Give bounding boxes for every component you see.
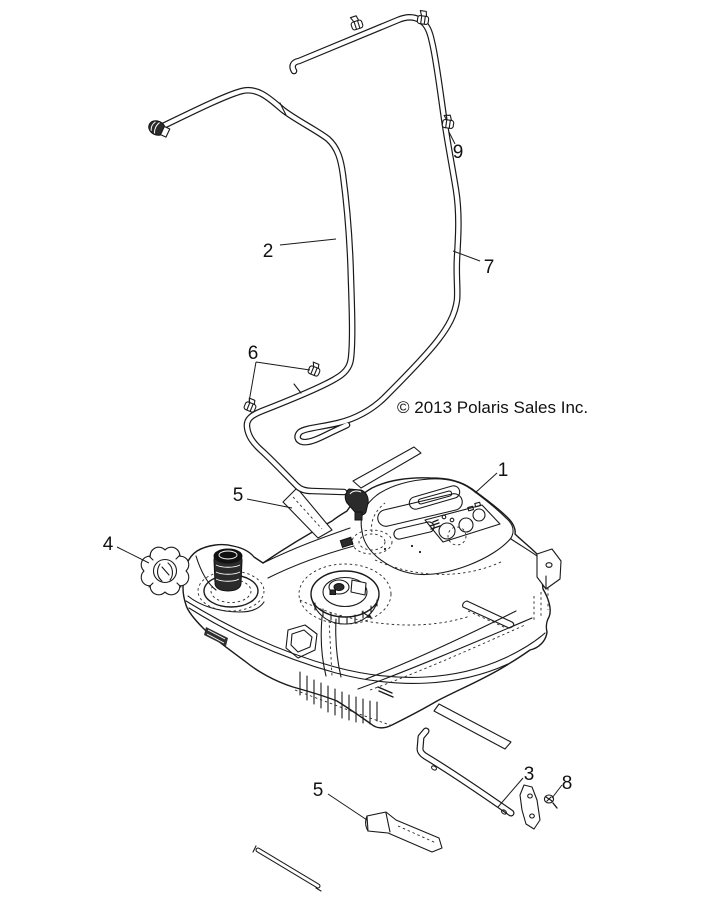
vent-elbow-fitting	[344, 488, 369, 521]
tank-hex-pocket	[285, 624, 318, 659]
clip-top-bend	[416, 9, 430, 25]
callout-3-strap: 3	[524, 764, 535, 785]
callout-8-bolt: 8	[562, 773, 573, 794]
tank-mount-ear	[536, 548, 562, 590]
fuel-vent-line-2	[148, 86, 356, 496]
tank-strap	[416, 727, 541, 830]
heat-shield-strip-right	[352, 446, 422, 489]
tank-right-face	[299, 538, 549, 698]
tank-top-plateau	[360, 478, 514, 576]
hose-connector	[148, 120, 171, 138]
strap-end-bracket	[519, 784, 541, 830]
tank-vent-fitting-area	[339, 529, 393, 555]
callout-6-clips: 6	[248, 343, 259, 364]
filler-neck	[197, 548, 265, 612]
callout-4-fuel-cap: 4	[103, 534, 114, 555]
vent-rod	[252, 845, 322, 892]
tank-bottom-ribs	[294, 671, 394, 727]
clip-top-left	[349, 15, 364, 31]
strap-bolt	[543, 794, 558, 809]
tank-recess-band	[377, 493, 463, 527]
callout-5-shield-lower: 5	[313, 780, 324, 801]
heat-shield-strip-left	[282, 487, 333, 539]
fuel-pump-ring	[298, 563, 392, 625]
callout-1-fuel-tank: 1	[498, 460, 509, 481]
clip-9	[441, 114, 455, 129]
heat-shield-sleeve	[365, 811, 443, 853]
callout-5-shield-upper: 5	[233, 485, 244, 506]
fuel-line-7	[289, 14, 462, 446]
tank-slot-plate	[408, 485, 461, 510]
callout-2-vent-line: 2	[263, 241, 274, 262]
fuel-tank	[182, 477, 562, 729]
tank-pump-plate	[424, 501, 501, 546]
tank-left-hatch	[204, 627, 228, 646]
callout-9-clip: 9	[453, 142, 464, 163]
callout-7-fuel-line: 7	[484, 257, 495, 278]
copyright-text: © 2013 Polaris Sales Inc.	[397, 398, 588, 417]
leader-lines	[116, 131, 563, 821]
heat-shield-strip-bottom	[433, 703, 512, 750]
clip-6-upper	[307, 361, 321, 377]
fuel-cap	[140, 546, 190, 596]
